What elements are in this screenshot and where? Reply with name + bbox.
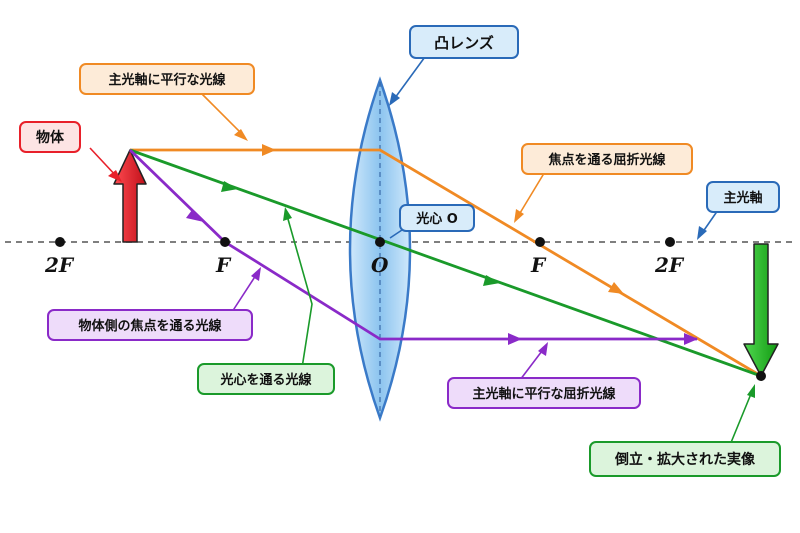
ray-focus-arrowhead-3 bbox=[684, 333, 698, 345]
callout-lens-text: 凸レンズ bbox=[434, 34, 494, 52]
callout-optical-center-text: 光心 O bbox=[415, 211, 458, 227]
callout-ray-parallel-text: 主光軸に平行な光線 bbox=[108, 72, 226, 88]
callout-principal-axis: 主光軸 bbox=[706, 181, 780, 213]
ray-center-arrowhead-1 bbox=[221, 181, 238, 192]
callout-optical-center: 光心 O bbox=[399, 204, 475, 232]
label-right-2f: 2F bbox=[654, 253, 685, 277]
callout-ray-center-text: 光心を通る光線 bbox=[219, 372, 312, 388]
callout-ray-focus-text: 物体側の焦点を通る光線 bbox=[78, 318, 222, 334]
object-arrow bbox=[113, 149, 147, 243]
leader-ray-parallel bbox=[199, 91, 245, 137]
label-center-o: O bbox=[371, 253, 389, 277]
callout-ray-parallel-refracted-text: 焦点を通る屈折光線 bbox=[547, 152, 666, 168]
callout-ray-focus: 物体側の焦点を通る光線 bbox=[47, 309, 253, 341]
ray-focus bbox=[129, 148, 698, 345]
leader-image bbox=[729, 388, 754, 446]
leader-ray-focus bbox=[231, 271, 259, 313]
point-right-2f bbox=[665, 237, 675, 247]
leader-ray-parallel-refracted bbox=[516, 169, 547, 219]
callout-lens: 凸レンズ bbox=[409, 25, 519, 59]
ray-parallel-arrowhead bbox=[262, 144, 276, 156]
label-left-f: F bbox=[215, 253, 232, 277]
callout-object-text: 物体 bbox=[36, 129, 65, 146]
point-optical-center bbox=[375, 237, 385, 247]
callout-ray-parallel: 主光軸に平行な光線 bbox=[79, 63, 255, 95]
ray-parallel bbox=[130, 144, 762, 378]
ray-parallel-refracted-arrowhead bbox=[608, 282, 624, 294]
point-left-f bbox=[220, 237, 230, 247]
image-arrow bbox=[743, 243, 779, 377]
ray-focus-arrowhead-2 bbox=[508, 333, 522, 345]
callout-image: 倒立・拡大された実像 bbox=[589, 441, 781, 477]
ray-center-arrowhead-2 bbox=[483, 275, 500, 286]
leader-ray-center bbox=[285, 211, 313, 369]
label-left-2f: 2F bbox=[44, 253, 75, 277]
callout-image-text: 倒立・拡大された実像 bbox=[614, 451, 756, 468]
point-right-f bbox=[535, 237, 545, 247]
ray-focus-arrowhead-1 bbox=[186, 210, 204, 222]
label-right-f: F bbox=[530, 253, 547, 277]
point-left-2f bbox=[55, 237, 65, 247]
callout-ray-focus-refracted-text: 主光軸に平行な屈折光線 bbox=[472, 386, 616, 402]
callout-object: 物体 bbox=[19, 121, 81, 153]
callout-ray-parallel-refracted: 焦点を通る屈折光線 bbox=[521, 143, 693, 175]
callout-ray-center: 光心を通る光線 bbox=[197, 363, 335, 395]
callout-principal-axis-text: 主光軸 bbox=[723, 190, 762, 206]
callout-ray-focus-refracted: 主光軸に平行な屈折光線 bbox=[447, 377, 641, 409]
point-image-tip bbox=[756, 371, 766, 381]
